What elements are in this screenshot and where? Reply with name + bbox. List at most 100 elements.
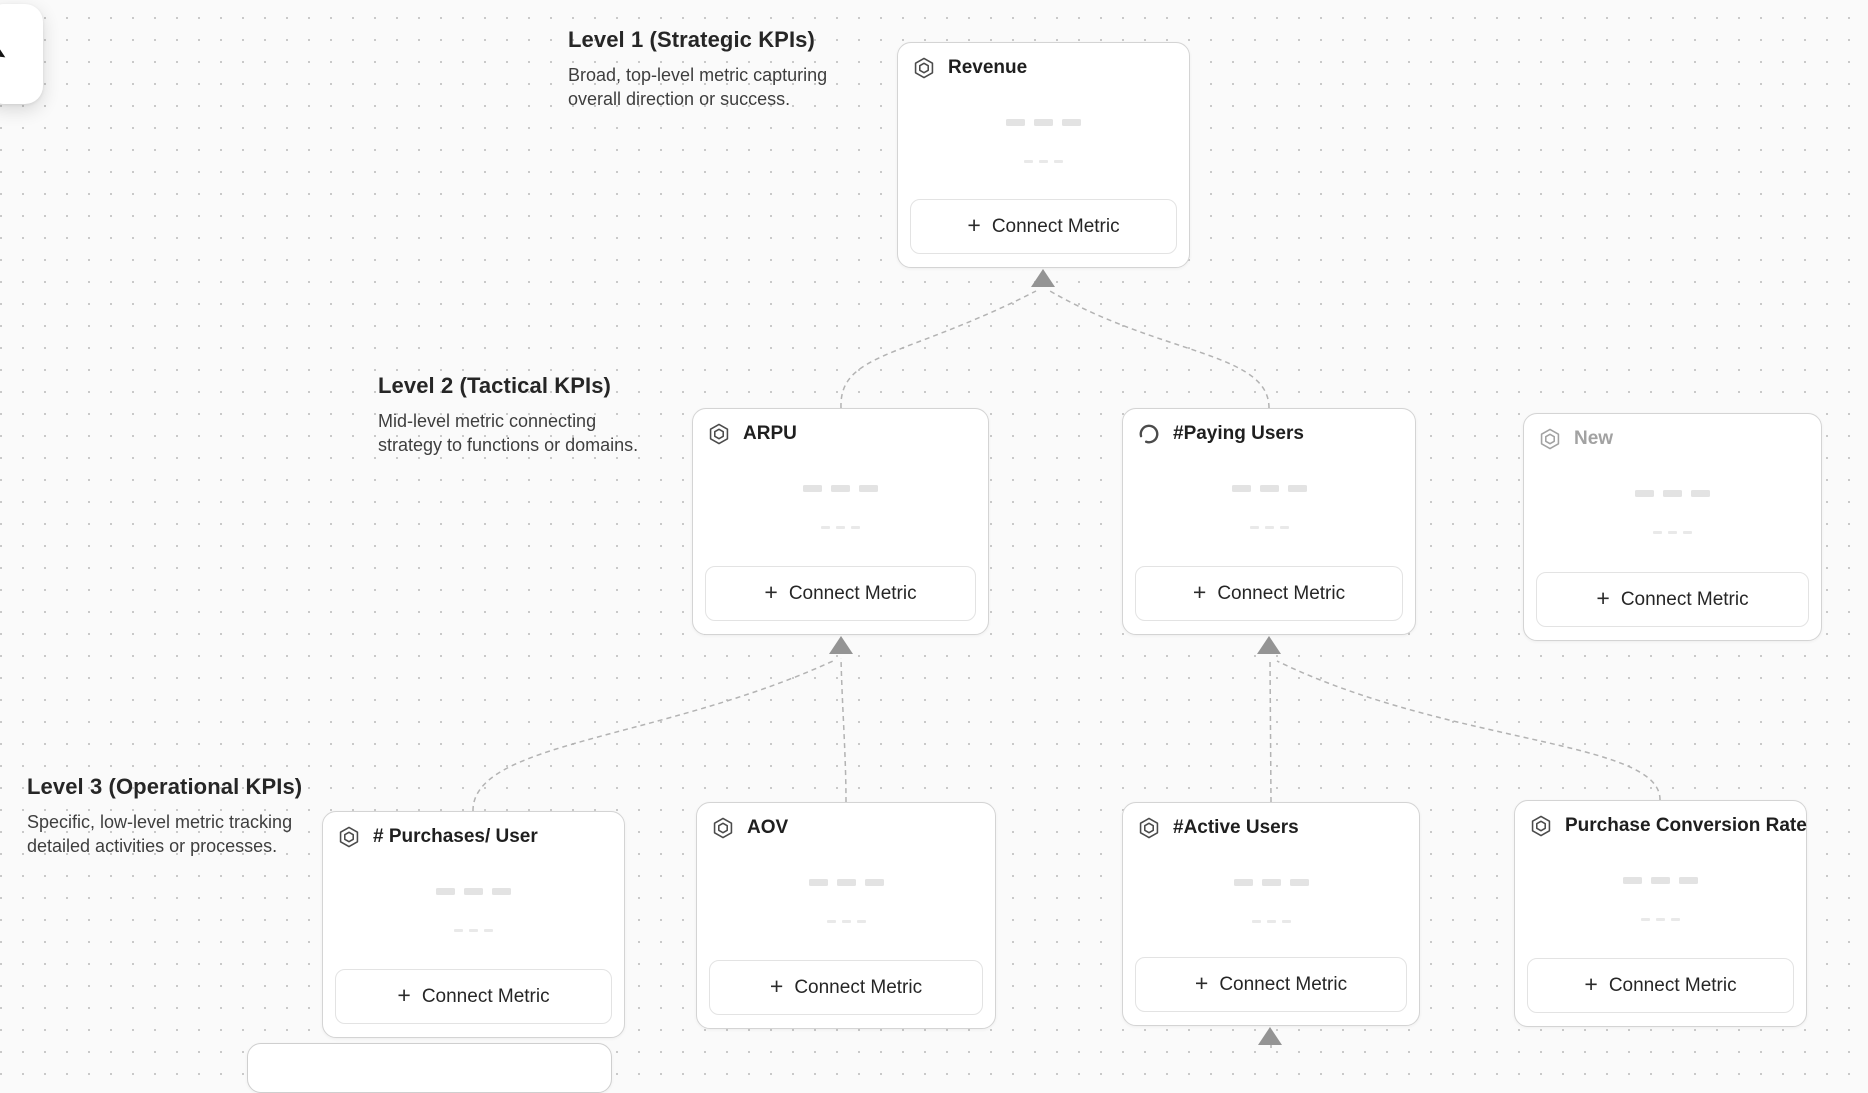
level-3-title: Level 3 (Operational KPIs) [27,774,303,799]
plus-icon: + [769,973,784,999]
skeleton-bar [841,920,851,923]
skeleton-bar [492,888,511,895]
skeleton-row [323,888,624,895]
skeleton-bar [859,485,878,492]
connect-metric-button[interactable]: + Connect Metric [910,199,1177,254]
hexagon-badge-icon [713,817,733,839]
level-2-description: Mid-level metric connecting strategy to … [378,411,639,455]
skeleton-bar [436,888,455,895]
spinner-icon [1139,424,1159,444]
skeleton-bar [808,879,828,886]
skeleton-row [693,485,988,492]
card-title: #Paying Users [1173,423,1304,444]
skeleton-bar [464,888,483,895]
card-header: Purchase Conversion Rate [1530,815,1807,837]
skeleton-bar [1287,485,1307,492]
card-purchase-conversion-rate[interactable]: Purchase Conversion Rate + Connect Metri… [1514,800,1807,1027]
skeleton-bar [469,929,478,932]
plus-icon: + [1596,585,1610,611]
hexagon-badge-icon [1540,428,1560,450]
skeleton-bar [454,929,463,932]
skeleton-bar [826,920,836,923]
skeleton-bar [1679,877,1698,884]
skeleton-bar [1024,160,1033,163]
card-paying-users[interactable]: #Paying Users + Connect Metric [1122,408,1416,635]
card-purchases-per-user[interactable]: # Purchases/ User + Connect Metric [322,811,625,1038]
level-2-label: Level 2 (Tactical KPIs) Mid-level metric… [378,372,638,457]
hexagon-badge-icon [1531,815,1551,837]
plus-icon: + [397,982,411,1008]
skeleton-row [697,879,995,886]
skeleton-bar [1663,490,1682,497]
card-header: # Purchases/ User [338,826,538,848]
connect-metric-button[interactable]: + Connect Metric [1536,572,1809,627]
skeleton-bar [1034,119,1053,126]
card-title: AOV [747,817,789,838]
skeleton-row [1123,920,1419,923]
skeleton-bar [1251,920,1261,923]
skeleton-bar [1249,526,1259,529]
skeleton-row [898,160,1189,163]
connector-arpu-to-revenue [840,290,1037,409]
hexagon-badge-icon [339,826,359,848]
connect-metric-button[interactable]: + Connect Metric [1135,566,1403,621]
card-revenue[interactable]: Revenue + Connect Metric [897,42,1190,268]
skeleton-bar [1641,918,1650,921]
card-arpu[interactable]: ARPU + Connect Metric [692,408,989,635]
tool-panel[interactable] [0,4,43,104]
connect-metric-label: Connect Metric [1608,974,1737,996]
card-partial-bottom[interactable] [247,1043,612,1093]
card-title: Purchase Conversion Rate [1565,815,1807,836]
skeleton-bar [1279,526,1289,529]
card-header: #Paying Users [1138,423,1304,445]
skeleton-row [1515,918,1806,921]
plus-icon: + [967,212,981,238]
card-new[interactable]: New + Connect Metric [1523,413,1822,641]
card-title: Revenue [948,57,1028,78]
card-title: New [1574,428,1614,449]
connect-metric-label: Connect Metric [1217,582,1346,604]
skeleton-bar [1651,877,1670,884]
card-header: ARPU [708,423,797,445]
skeleton-bar [1691,490,1710,497]
skeleton-row [1524,531,1821,534]
skeleton-bar [836,526,845,529]
connect-metric-button[interactable]: + Connect Metric [709,960,983,1015]
skeleton-bar [1054,160,1063,163]
connect-metric-button[interactable]: + Connect Metric [1135,957,1407,1012]
skeleton-bar [1039,160,1048,163]
skeleton-bar [831,485,850,492]
skeleton-row [1123,879,1419,886]
skeleton-bar [856,920,866,923]
skeleton-row [1515,877,1806,884]
level-1-label: Level 1 (Strategic KPIs) Broad, top-leve… [568,26,827,111]
skeleton-bar [1289,879,1309,886]
skeleton-row [323,929,624,932]
connector-paying-to-revenue [1049,290,1270,409]
skeleton-row [697,920,995,923]
plus-icon: + [1584,971,1598,997]
plus-icon: + [764,579,778,605]
connector-purchases-to-arpu [472,660,834,812]
card-active-users[interactable]: #Active Users + Connect Metric [1122,802,1420,1026]
skeleton-bar [1683,531,1692,534]
connect-metric-button[interactable]: + Connect Metric [1527,958,1794,1013]
skeleton-bar [1062,119,1081,126]
connect-metric-label: Connect Metric [991,215,1120,237]
connect-metric-button[interactable]: + Connect Metric [705,566,976,621]
skeleton-row [898,119,1189,126]
skeleton-bar [803,485,822,492]
skeleton-bar [864,879,884,886]
card-title: #Active Users [1173,817,1299,838]
plus-icon: + [1192,579,1207,605]
connect-metric-label: Connect Metric [1219,973,1348,995]
arrowhead-into-revenue [1031,269,1055,287]
level-3-label: Level 3 (Operational KPIs) Specific, low… [27,773,302,858]
connect-metric-button[interactable]: + Connect Metric [335,969,612,1024]
hexagon-badge-icon [1139,817,1159,839]
card-header: Revenue [913,57,1027,79]
skeleton-row [1524,490,1821,497]
connector-pcr-to-paying [1276,660,1661,801]
card-aov[interactable]: AOV + Connect Metric [696,802,996,1029]
